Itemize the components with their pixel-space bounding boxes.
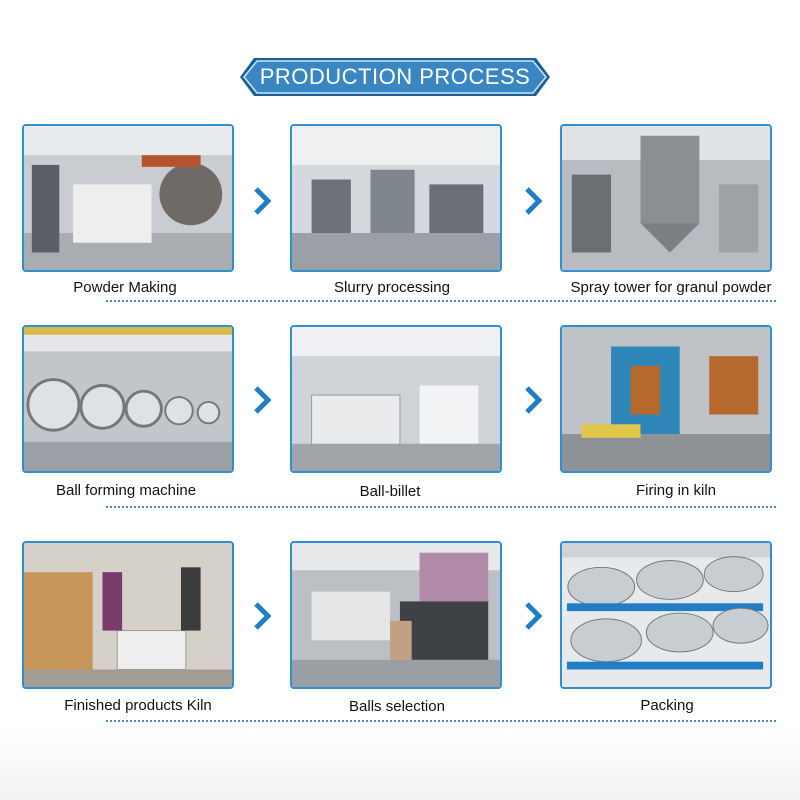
photo-balls-selection	[290, 541, 502, 689]
banner-shape	[240, 58, 550, 96]
photo-spray-tower	[560, 124, 772, 272]
photo-finished-products	[22, 541, 234, 689]
chevron-right-icon	[524, 385, 543, 415]
photo-ball-billet	[290, 325, 502, 473]
photo-packing	[560, 541, 772, 689]
photo-ball-forming-machine	[22, 325, 234, 473]
step-label: Packing	[640, 697, 694, 714]
row-divider	[106, 300, 776, 302]
chevron-right-icon	[524, 186, 543, 216]
photo-firing-in-kiln	[560, 325, 772, 473]
step-label: Powder Making	[73, 279, 177, 296]
row-divider	[106, 720, 776, 722]
chevron-right-icon	[253, 186, 272, 216]
chevron-right-icon	[253, 385, 272, 415]
page-title: PRODUCTION PROCESS	[259, 64, 531, 89]
title-banner: PRODUCTION PROCESS	[240, 56, 550, 98]
photo-slurry-processing	[290, 124, 502, 272]
bottom-fade	[0, 730, 800, 800]
step-label: Firing in kiln	[635, 482, 717, 499]
step-label: Balls selection	[349, 698, 445, 715]
step-label: Ball forming machine	[55, 482, 197, 499]
step-label: Slurry processing	[334, 279, 450, 296]
photo-powder-making	[22, 124, 234, 272]
row-divider	[106, 506, 776, 508]
chevron-right-icon	[253, 601, 272, 631]
step-label: Ball-billet	[359, 483, 421, 500]
chevron-right-icon	[524, 601, 543, 631]
step-label: Spray tower for granul powder	[570, 279, 772, 296]
step-label: Finished products Kiln	[64, 697, 212, 714]
